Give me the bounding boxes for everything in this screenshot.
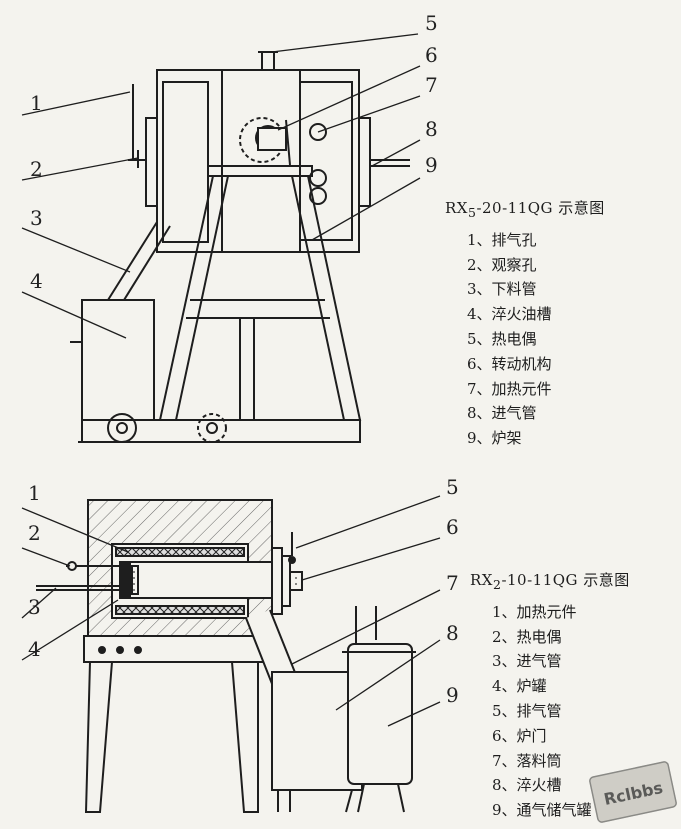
callout-a-8: 8 — [425, 117, 438, 141]
thermocouple — [261, 51, 275, 71]
quench-oil-tank — [81, 299, 155, 421]
callout-a-9: 9 — [425, 153, 438, 177]
retort-tube — [119, 561, 283, 599]
callout-numbers-b: 1 2 3 4 5 6 7 8 9 — [28, 475, 459, 707]
legend-a-item: 9、炉架 — [467, 429, 522, 448]
legend-b-title: RX2-10-11QG 示意图 — [470, 571, 630, 592]
frame-top-beam — [207, 165, 313, 177]
left-panel — [162, 81, 209, 243]
legend-b-item: 2、热电偶 — [492, 627, 562, 646]
legend-box-furnace: RX2-10-11QG 示意图 1、加热元件 2、热电偶 3、进气管 4、炉罐 … — [470, 568, 630, 823]
frame-right-leg — [291, 175, 362, 421]
wheel — [107, 413, 137, 443]
callout-b-4: 4 — [28, 637, 41, 661]
legend-a-item: 6、转动机构 — [467, 354, 552, 373]
discharge-chute — [107, 221, 171, 301]
legend-rotary-furnace: RX5-20-11QG 示意图 1、排气孔 2、观察孔 3、下料管 4、淬火油槽… — [445, 196, 605, 451]
legend-b-item: 1、加热元件 — [492, 602, 577, 621]
callout-b-3: 3 — [28, 595, 41, 619]
legend-b-item: 6、炉门 — [492, 726, 547, 745]
furnace-door — [281, 555, 291, 607]
callout-a-7: 7 — [425, 73, 438, 97]
legend-b-item: 4、炉罐 — [492, 677, 547, 696]
frame-base — [81, 419, 361, 443]
legend-a-item: 8、进气管 — [467, 404, 537, 423]
legend-a-item: 2、观察孔 — [467, 255, 537, 274]
legend-a-item: 5、热电偶 — [467, 329, 537, 348]
legend-b-item: 5、排气管 — [492, 701, 562, 720]
callout-a-4: 4 — [30, 269, 43, 293]
callout-a-3: 3 — [30, 206, 43, 230]
legend-a-item: 1、排气孔 — [467, 230, 537, 249]
callout-b-5: 5 — [446, 475, 459, 499]
heating-element-circle — [309, 123, 327, 141]
legend-b-item: 9、通气储气罐 — [492, 801, 592, 820]
legend-b-item: 8、淬火槽 — [492, 776, 562, 795]
callout-a-2: 2 — [30, 157, 43, 181]
legend-a-item: 4、淬火油槽 — [467, 305, 552, 324]
legend-a-item: 3、下料管 — [467, 280, 537, 299]
watermark-logo: Rclbbs — [589, 761, 677, 823]
heating-element-top — [115, 547, 245, 557]
heating-element-bottom — [115, 605, 245, 615]
furnace-leg-right — [231, 661, 259, 813]
callout-a-5: 5 — [425, 11, 438, 35]
callout-numbers-a: 1 2 3 4 5 6 7 8 9 — [30, 11, 438, 293]
callout-b-7: 7 — [446, 571, 459, 595]
callout-b-1: 1 — [28, 481, 41, 505]
callout-b-8: 8 — [446, 621, 459, 645]
legend-a-title: RX5-20-11QG 示意图 — [445, 199, 605, 220]
callout-b-2: 2 — [28, 521, 41, 545]
callout-lines-b — [21, 495, 441, 727]
frame-left-leg — [158, 175, 229, 421]
furnace-leg-left — [84, 661, 113, 813]
callout-a-1: 1 — [30, 91, 43, 115]
legend-b-item: 3、进气管 — [492, 652, 562, 671]
legend-a-item: 7、加热元件 — [467, 379, 552, 398]
callout-a-6: 6 — [425, 43, 438, 67]
rotary-furnace-diagram — [70, 51, 410, 443]
right-panel — [299, 81, 353, 241]
box-furnace-diagram — [36, 499, 416, 813]
gas-storage-tank — [347, 643, 413, 785]
callout-b-6: 6 — [446, 515, 459, 539]
callout-b-9: 9 — [446, 683, 459, 707]
legend-b-item: 7、落料筒 — [492, 751, 562, 770]
callout-lines-a — [21, 33, 421, 339]
